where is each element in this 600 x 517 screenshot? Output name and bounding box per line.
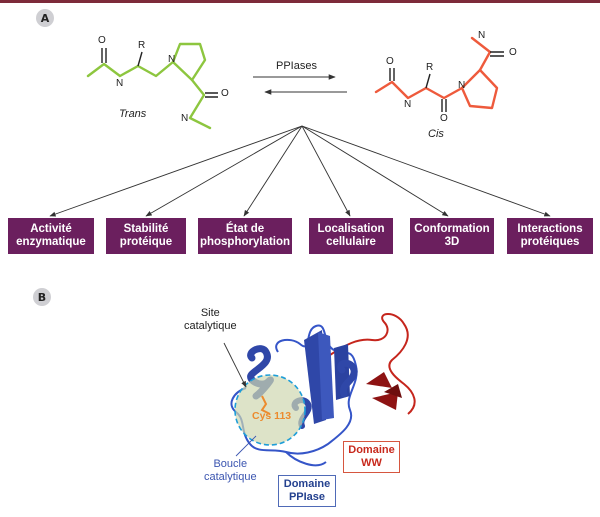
trans-carbonyl-2 — [205, 92, 218, 98]
pp-line2: PPIase — [288, 491, 326, 503]
trans-atom-n3: N — [181, 113, 189, 124]
effect-box-localisation: Localisation cellulaire — [309, 218, 393, 254]
effect-line2: cellulaire — [326, 236, 376, 248]
catalytic-site-circle — [234, 374, 306, 446]
effect-line2: 3D — [444, 236, 460, 248]
domaine-ppiase-label: Domaine PPIase — [278, 475, 336, 507]
effect-arrows — [49, 125, 551, 217]
effect-line1: État de — [225, 223, 265, 235]
site-line1: Site — [200, 307, 220, 319]
effect-line2: protéiques — [520, 236, 580, 248]
boucle-line1: Boucle — [213, 458, 248, 470]
ww-line1: Domaine — [348, 444, 395, 456]
effect-box-conformation: Conformation 3D — [410, 218, 494, 254]
effect-line2: phosphorylation — [199, 236, 291, 248]
cis-atom-o2: O — [440, 113, 448, 124]
boucle-line2: catalytique — [204, 471, 257, 483]
site-catalytique-label: Site catalytique — [184, 307, 237, 333]
cys113-label: Cys 113 — [252, 410, 292, 422]
cis-atom-r: R — [426, 62, 434, 73]
trans-atom-r: R — [138, 40, 146, 51]
panel-b-label: B — [33, 288, 51, 306]
trans-atom-n1: N — [116, 78, 124, 89]
trans-label: Trans — [119, 108, 147, 120]
cis-carbonyl-1 — [389, 68, 395, 81]
effect-box-phosphorylation: État de phosphorylation — [198, 218, 292, 254]
effect-line2: protéique — [119, 236, 173, 248]
domaine-ww-label: Domaine WW — [343, 441, 400, 473]
effect-line1: Interactions — [517, 223, 583, 235]
cys113-residue — [260, 395, 271, 415]
effect-line1: Stabilité — [123, 223, 169, 235]
ww-domain-ribbon — [329, 313, 416, 415]
cis-atom-o1: O — [386, 56, 394, 67]
boucle-catalytique-label: Boucle catalytique — [204, 458, 257, 484]
ppiases-label: PPIases — [276, 60, 317, 72]
effect-box-interactions: Interactions protéiques — [507, 218, 593, 254]
trans-sidechain-r — [137, 51, 143, 67]
effect-box-activite: Activité enzymatique — [8, 218, 94, 254]
effect-line1: Conformation — [414, 223, 490, 235]
ppiase-domain-ribbon — [230, 324, 358, 467]
ww-line2: WW — [361, 457, 382, 469]
site-line2: catalytique — [184, 320, 237, 332]
trans-carbonyl-1 — [101, 48, 107, 63]
cis-atom-n2: N — [458, 80, 466, 91]
trans-atom-o1: O — [98, 35, 106, 46]
boucle-pointer-line — [235, 435, 257, 457]
cis-sidechain-r — [425, 73, 431, 89]
trans-atom-o2: O — [221, 88, 229, 99]
cis-carbonyl-2 — [441, 99, 447, 112]
site-pointer-line — [223, 342, 247, 388]
cis-label: Cis — [428, 128, 444, 140]
cis-carbonyl-3 — [490, 51, 504, 57]
cis-molecule — [374, 36, 499, 110]
pp-line1: Domaine — [283, 478, 331, 490]
cis-atom-o-top: O — [509, 47, 517, 58]
effect-line1: Activité — [30, 223, 72, 235]
panel-a-label: A — [36, 9, 54, 27]
effect-line1: Localisation — [317, 223, 385, 235]
cis-atom-n-top: N — [478, 30, 486, 41]
effect-line2: enzymatique — [16, 236, 86, 248]
effect-box-stabilite: Stabilité protéique — [106, 218, 186, 254]
trans-molecule — [86, 42, 212, 130]
cis-atom-n1: N — [404, 99, 412, 110]
trans-atom-n2: N — [168, 54, 176, 65]
top-border — [0, 0, 600, 3]
